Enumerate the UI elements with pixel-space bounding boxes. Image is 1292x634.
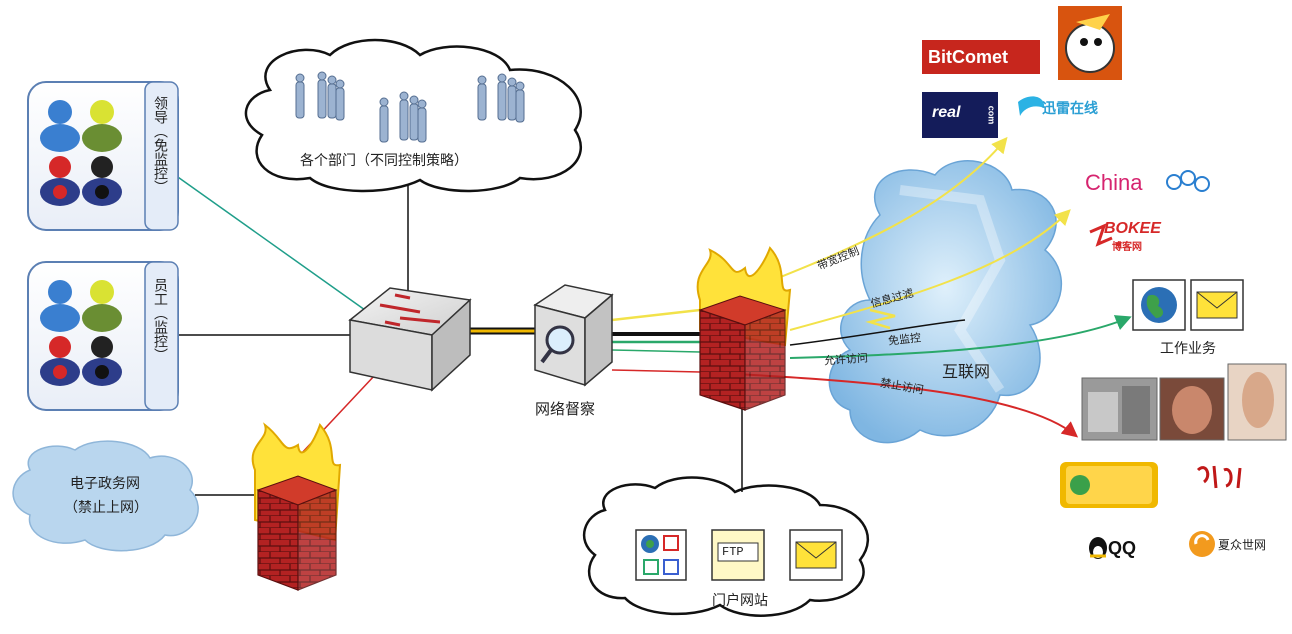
leaders-label: 领导（免监控） xyxy=(152,96,168,194)
people-group-1-icon xyxy=(295,71,345,121)
leader-icon-1 xyxy=(40,100,80,152)
internet-cloud xyxy=(828,160,1063,444)
ftp-label: FTP xyxy=(722,545,744,559)
qq-logo xyxy=(1089,537,1107,559)
globe-icon xyxy=(1132,279,1186,331)
bokee-logo xyxy=(1089,223,1113,247)
staff-icon-4 xyxy=(82,336,122,386)
mail-icon xyxy=(789,529,843,581)
real-text: real xyxy=(932,104,961,121)
bokee-text: BOKEE xyxy=(1104,220,1161,237)
arrow-allow xyxy=(789,315,1132,359)
people-group-2-icon xyxy=(379,91,427,143)
work-mail-icon xyxy=(1190,279,1244,331)
leaders-panel xyxy=(27,81,179,231)
connections xyxy=(174,136,1132,496)
network-police-device-icon xyxy=(533,284,614,387)
allow-label: 允许访问 xyxy=(823,351,869,368)
blocked-photos xyxy=(1081,363,1287,441)
work-label: 工作业务 xyxy=(1160,341,1216,357)
staff-label: 员工（监控） xyxy=(152,278,168,362)
leader-icon-3 xyxy=(40,156,80,206)
arrow-filter xyxy=(789,209,1071,331)
bitcomet-text: BitComet xyxy=(928,47,1008,67)
bitcomet-mascot-logo xyxy=(1058,6,1122,80)
leader-icon-2 xyxy=(82,100,122,152)
arrow-exempt xyxy=(789,319,966,346)
internet-label: 互联网 xyxy=(942,362,991,381)
egov-note-label: （禁止上网） xyxy=(64,500,148,516)
people-group-3-icon xyxy=(477,73,525,123)
brand-logos xyxy=(922,6,1242,559)
main-firewall-icon xyxy=(696,246,792,411)
china-com-logo xyxy=(1166,170,1210,192)
ftp-icon xyxy=(711,529,765,581)
bitcomet-logo xyxy=(922,40,1040,74)
departments-label: 各个部门（不同控制策略） xyxy=(300,153,468,169)
realcom-text: com xyxy=(986,105,997,125)
leader-icon-4 xyxy=(82,156,122,206)
china-text: China xyxy=(1085,170,1143,195)
link-leaders-switch xyxy=(174,174,366,311)
xunlei-logo xyxy=(1018,96,1045,116)
exempt-label: 免监控 xyxy=(887,331,922,348)
staff-icon-2 xyxy=(82,280,122,332)
game-logo xyxy=(1060,462,1158,508)
real-logo xyxy=(922,92,998,138)
qq-text: QQ xyxy=(1108,538,1137,558)
bokee-cn-text: 博客网 xyxy=(1112,242,1142,253)
portal-label: 门户网站 xyxy=(712,593,768,609)
egov-cloud xyxy=(12,440,199,552)
egov-label: 电子政务网 xyxy=(70,476,140,492)
zhongwang-logo xyxy=(1189,531,1215,557)
police-label: 网络督察 xyxy=(535,400,596,418)
staff-icon-1 xyxy=(40,280,80,332)
calligraphy-logo xyxy=(1196,465,1242,489)
zhongwang-text: 夏众世网 xyxy=(1218,538,1267,552)
web-portal-icon xyxy=(635,529,687,581)
xunlei-text: 迅雷在线 xyxy=(1042,100,1098,116)
staff-panel xyxy=(27,261,179,411)
egov-firewall-icon xyxy=(251,422,342,591)
work-business-icons xyxy=(1132,279,1244,331)
department-people-icons xyxy=(295,71,525,143)
core-switch-icon xyxy=(348,287,472,392)
portal-icons xyxy=(635,529,843,581)
staff-icon-3 xyxy=(40,336,80,386)
